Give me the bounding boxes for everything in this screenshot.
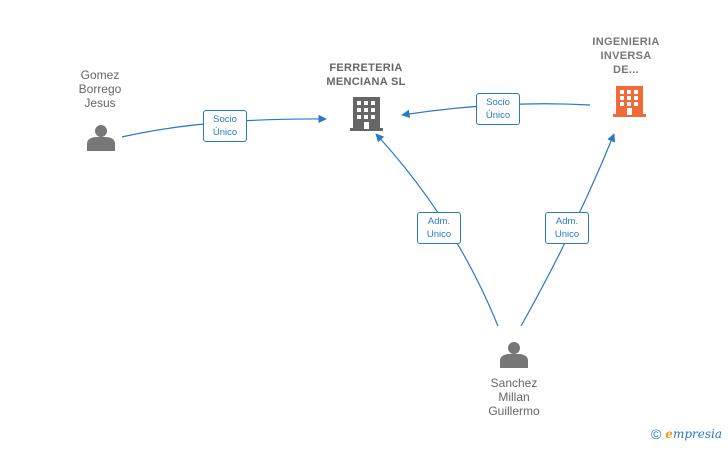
node-label-ferreteria[interactable]: FERRETERIA MENCIANA SL (326, 62, 406, 88)
building-icon[interactable] (613, 86, 646, 117)
node-label-sanchez[interactable]: Sanchez Millan Guillermo (488, 376, 540, 418)
edge-label-adm-unico: Adm. Unico (417, 212, 461, 244)
edge-label-adm-unico: Adm. Unico (545, 212, 589, 244)
brand-name: mpresia (672, 427, 722, 441)
brand-e: e (665, 427, 673, 441)
brand-logo: © empresia (651, 426, 722, 442)
person-icon[interactable] (87, 125, 115, 151)
node-label-ingenieria[interactable]: INGENIERIA INVERSA DE... (592, 36, 660, 76)
building-icon[interactable] (350, 97, 383, 131)
edge-label-socio-unico: Socio Único (203, 110, 247, 142)
person-icon[interactable] (500, 342, 528, 368)
copyright-symbol: © (650, 426, 662, 442)
edge-label-socio-unico: Socio Único (476, 93, 520, 125)
node-label-gomez[interactable]: Gomez Borrego Jesus (78, 68, 122, 110)
